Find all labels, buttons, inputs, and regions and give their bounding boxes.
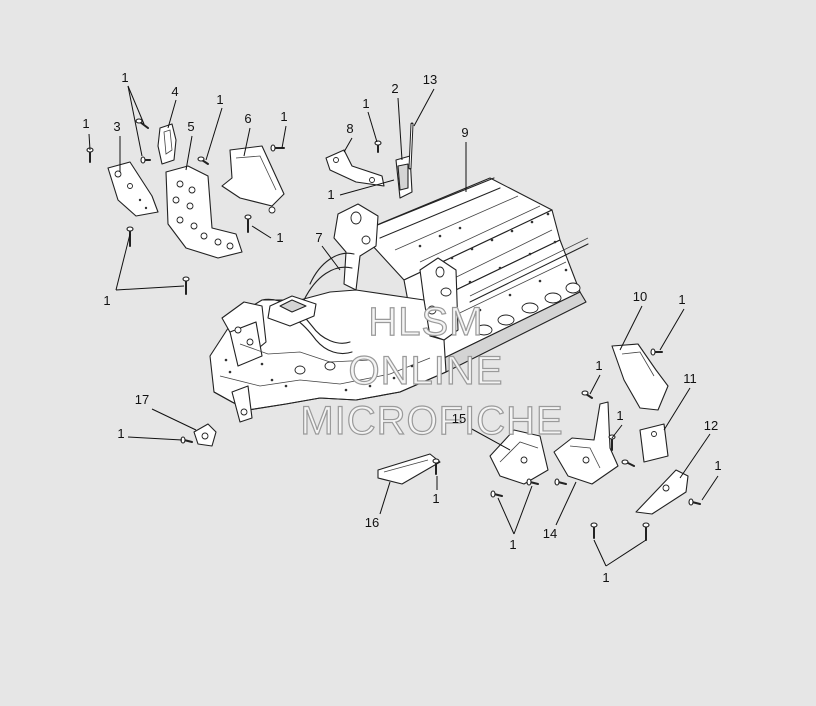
callout-c1f: 1 <box>327 187 334 202</box>
watermark-line-2: ONLINE <box>349 349 504 393</box>
fastener <box>581 390 593 399</box>
leader-lines <box>88 85 719 567</box>
part-11-cover <box>639 423 669 463</box>
callout-c12: 12 <box>704 418 718 433</box>
part-12-plate <box>635 469 689 515</box>
callout-c1g: 1 <box>276 230 283 245</box>
callout-c17: 17 <box>135 392 149 407</box>
callout-c1n: 1 <box>432 491 439 506</box>
part-13-rod <box>408 122 414 170</box>
fastener <box>182 276 190 295</box>
watermark-line-1: HLSM <box>368 300 483 344</box>
callout-c7: 7 <box>315 230 322 245</box>
callout-c9: 9 <box>461 125 468 140</box>
callout-c2: 2 <box>391 81 398 96</box>
part-3-bracket <box>107 161 159 217</box>
fastener <box>688 498 701 506</box>
fastener <box>621 459 635 467</box>
bulkhead-front-frame <box>209 203 459 423</box>
part-4-clip <box>157 123 177 165</box>
callout-c1c: 1 <box>82 116 89 131</box>
fastener <box>590 522 598 539</box>
part-16-plate <box>377 453 441 485</box>
callout-c8: 8 <box>346 121 353 136</box>
part-10-deflector <box>611 343 669 411</box>
fastener <box>140 156 151 164</box>
callout-c1l: 1 <box>117 426 124 441</box>
callout-c1k: 1 <box>616 408 623 423</box>
watermark-line-3: MICROFICHE <box>300 399 563 443</box>
callout-c1e: 1 <box>362 96 369 111</box>
part-8-bracket <box>325 149 385 187</box>
fastener <box>126 226 134 247</box>
callout-c10: 10 <box>633 289 647 304</box>
part-15-bracket <box>489 429 549 485</box>
callout-c13: 13 <box>423 72 437 87</box>
callout-c1b: 1 <box>216 92 223 107</box>
callout-c1p: 1 <box>602 570 609 585</box>
callout-c1m: 1 <box>714 458 721 473</box>
fastener <box>554 478 567 486</box>
callout-c1d: 1 <box>280 109 287 124</box>
callout-c1j: 1 <box>595 358 602 373</box>
callout-c1i: 1 <box>678 292 685 307</box>
callout-c16: 16 <box>365 515 379 530</box>
watermark: HLSM ONLINE MICROFICHE <box>300 299 564 443</box>
part-17-hinge <box>193 423 217 447</box>
callout-c14: 14 <box>543 526 557 541</box>
callout-c3: 3 <box>113 119 120 134</box>
fastener <box>650 348 663 356</box>
callout-c6: 6 <box>244 111 251 126</box>
part-2-strap <box>395 155 413 199</box>
part-5-plate <box>165 165 243 259</box>
fastener <box>526 478 539 486</box>
callout-c1o: 1 <box>509 537 516 552</box>
callout-c15: 15 <box>452 411 466 426</box>
fastener <box>642 522 650 541</box>
part-6-cover <box>221 145 285 214</box>
fastener <box>86 147 94 163</box>
callout-c1a: 1 <box>121 70 128 85</box>
fastener <box>180 436 193 444</box>
callout-c11: 11 <box>683 371 697 386</box>
fastener <box>490 490 503 498</box>
callout-c1h: 1 <box>103 293 110 308</box>
fastener <box>432 458 440 475</box>
callout-c5: 5 <box>187 119 194 134</box>
chassis-tunnel <box>359 177 589 373</box>
fastener <box>374 140 382 153</box>
part-14-bracket <box>553 401 619 485</box>
fastener <box>197 156 209 165</box>
fastener <box>135 118 149 129</box>
callout-c4: 4 <box>171 84 178 99</box>
fastener <box>244 214 252 233</box>
